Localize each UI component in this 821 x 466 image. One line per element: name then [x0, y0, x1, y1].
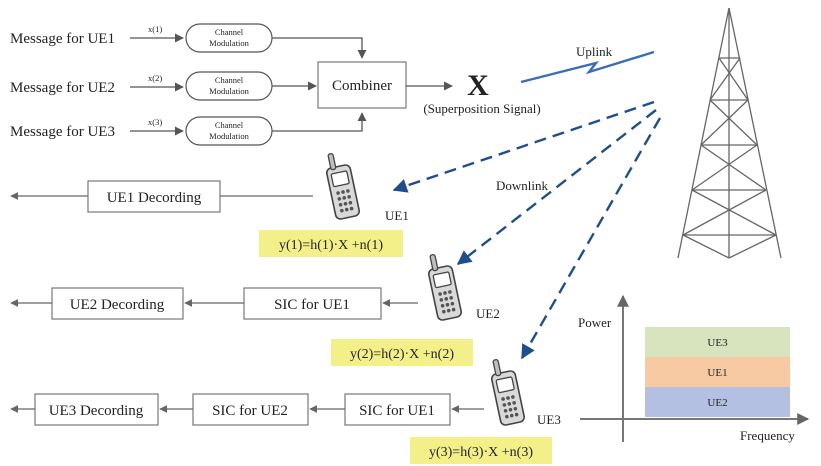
ue2-equation: y(2)=h(2)·X +n(2)	[350, 347, 454, 362]
superposition-caption: (Superposition Signal)	[423, 101, 540, 116]
ue2-row: SIC for UE1 UE2 Decording UE2 y(2)=h(2)·…	[10, 250, 500, 366]
ue2-label: UE2	[476, 306, 500, 321]
ue3-sic-ue2-box	[192, 393, 309, 426]
ue2-equation-bg	[331, 339, 473, 366]
power-band-label: UE3	[707, 337, 728, 349]
uplink-label: Uplink	[576, 44, 613, 59]
ue1-phone-icon	[322, 149, 361, 221]
signal-label-2: x(2)	[148, 73, 162, 83]
ue2-phone-icon	[424, 250, 463, 322]
combiner-label: Combiner	[332, 78, 392, 94]
ue2-sic-box	[243, 287, 382, 320]
power-band-label: UE1	[707, 367, 727, 379]
ue2-decoder-label: UE2 Decording	[70, 297, 165, 313]
message-ue1: Message for UE1	[10, 31, 115, 47]
downlink-arrow-ue2	[456, 109, 657, 265]
modulation-line1: Channel	[215, 27, 244, 37]
ue3-equation-bg	[410, 437, 552, 464]
ue1-decoder-label: UE1 Decording	[107, 190, 202, 206]
downlink-arrows: Downlink	[392, 100, 662, 360]
ue2-sic-label: SIC for UE1	[274, 297, 350, 313]
superposition-symbol: X	[467, 69, 489, 102]
modulation-line1: Channel	[215, 120, 244, 130]
ue3-label: UE3	[537, 412, 561, 427]
uplink-bolt-icon	[520, 50, 655, 84]
tower-icon	[677, 7, 782, 259]
combiner-block: Combiner	[317, 61, 407, 109]
modulation-line2: Modulation	[209, 131, 249, 141]
power-axis-label: Power	[578, 315, 612, 330]
message-ue3: Message for UE3	[10, 124, 115, 140]
frequency-axis-label: Frequency	[740, 428, 795, 443]
ue1-equation-bg	[259, 230, 403, 257]
power-band-ue1	[645, 357, 790, 387]
signal-label-3: x(3)	[148, 117, 162, 127]
transmitter-section: Message for UE1 Message for UE2 Message …	[10, 23, 541, 146]
power-band-ue3	[645, 327, 790, 357]
modulation-line2: Modulation	[209, 38, 249, 48]
uplink-section: Uplink	[520, 44, 655, 84]
modulation-line2: Modulation	[209, 86, 249, 96]
ue1-equation: y(1)=h(1)·X +n(1)	[279, 238, 383, 253]
ue1-row: UE1 Decording UE1 y(1)=h(1)·X +n(1)	[10, 149, 409, 257]
message-ue2: Message for UE2	[10, 80, 115, 96]
downlink-arrow-ue1	[392, 100, 655, 193]
ue1-decoder-box	[87, 180, 221, 213]
modulation-block-3: Channel Modulation	[185, 116, 273, 146]
route-arrow-3	[272, 112, 367, 132]
ue1-label: UE1	[385, 208, 409, 223]
signal-label-1: x(1)	[148, 24, 162, 34]
ue2-decoder-box	[51, 287, 184, 320]
ue3-row: SIC for UE1 SIC for UE2 UE3 Decording UE…	[10, 355, 561, 464]
power-band-label: UE2	[707, 397, 727, 409]
modulation-block-1: Channel Modulation	[185, 23, 273, 53]
ue3-sic-ue1-label: SIC for UE1	[359, 403, 435, 419]
route-arrow-1	[272, 37, 367, 59]
downlink-label: Downlink	[496, 178, 549, 193]
ue3-sic-ue2-label: SIC for UE2	[212, 403, 288, 419]
modulation-line1: Channel	[215, 75, 244, 85]
ue3-phone-icon	[487, 355, 526, 427]
power-band-ue2	[645, 387, 790, 417]
modulation-block-2: Channel Modulation	[185, 71, 273, 101]
ue3-equation: y(3)=h(3)·X +n(3)	[429, 445, 533, 460]
ue3-decoder-label: UE3 Decording	[49, 403, 144, 419]
downlink-arrow-ue3	[520, 117, 662, 360]
